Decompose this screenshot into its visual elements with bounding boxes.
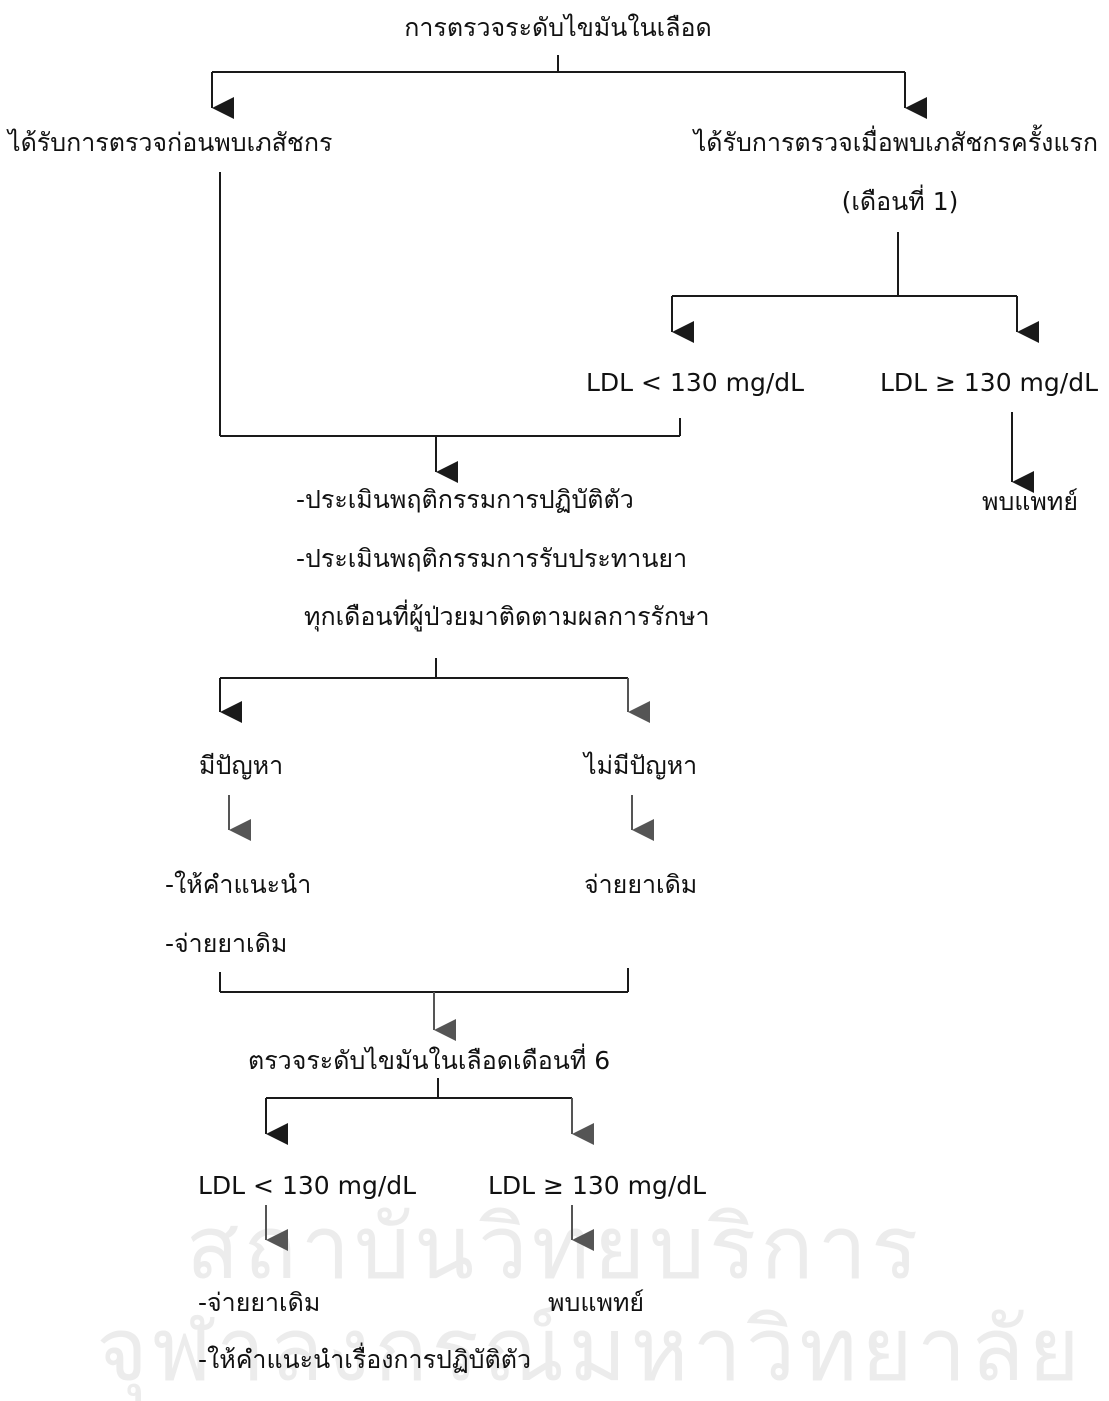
see-doctor-node-2: พบแพทย์ <box>548 1288 645 1317</box>
has-problem-node: มีปัญหา <box>199 751 284 780</box>
ldl-high-node-2: LDL ≥ 130 mg/dL <box>488 1171 707 1200</box>
no-problem-node: ไม่มีปัญหา <box>584 751 698 780</box>
watermark-line-1: สถาบันวิทยบริการ <box>185 1196 923 1299</box>
same-drug-line-2: -จ่ายยาเดิม <box>198 1288 321 1317</box>
month6-check-node: ตรวจระดับไขมันในเลือดเดือนที่ 6 <box>248 1046 611 1075</box>
assess-behavior-line: -ประเมินพฤติกรรมการปฏิบัติตัว <box>296 485 634 514</box>
branch-left-node: ได้รับการตรวจก่อนพบเภสัชกร <box>8 128 333 157</box>
ldl-high-node-1: LDL ≥ 130 mg/dL <box>879 368 1098 397</box>
assess-monthly-line: ทุกเดือนที่ผู้ป่วยมาติดตามผลการรักษา <box>304 602 710 631</box>
title-node: การตรวจระดับไขมันในเลือด <box>404 13 712 42</box>
ldl-low-node-1: LDL < 130 mg/dL <box>586 368 805 397</box>
ldl-low-node-2: LDL < 130 mg/dL <box>198 1171 417 1200</box>
same-drug-node: จ่ายยาเดิม <box>584 870 698 899</box>
see-doctor-node-1: พบแพทย์ <box>981 487 1079 516</box>
advice-behavior-line: -ให้คำแนะนำเรื่องการปฏิบัติตัว <box>198 1345 532 1374</box>
advice-line: -ให้คำแนะนำ <box>165 870 312 899</box>
same-drug-line: -จ่ายยาเดิม <box>165 929 288 958</box>
branch-right-month-label: (เดือนที่ 1) <box>841 187 959 216</box>
branch-right-node: ได้รับการตรวจเมื่อพบเภสัชกรครั้งแรก <box>693 128 1098 157</box>
assess-medication-line: -ประเมินพฤติกรรมการรับประทานยา <box>296 544 688 573</box>
